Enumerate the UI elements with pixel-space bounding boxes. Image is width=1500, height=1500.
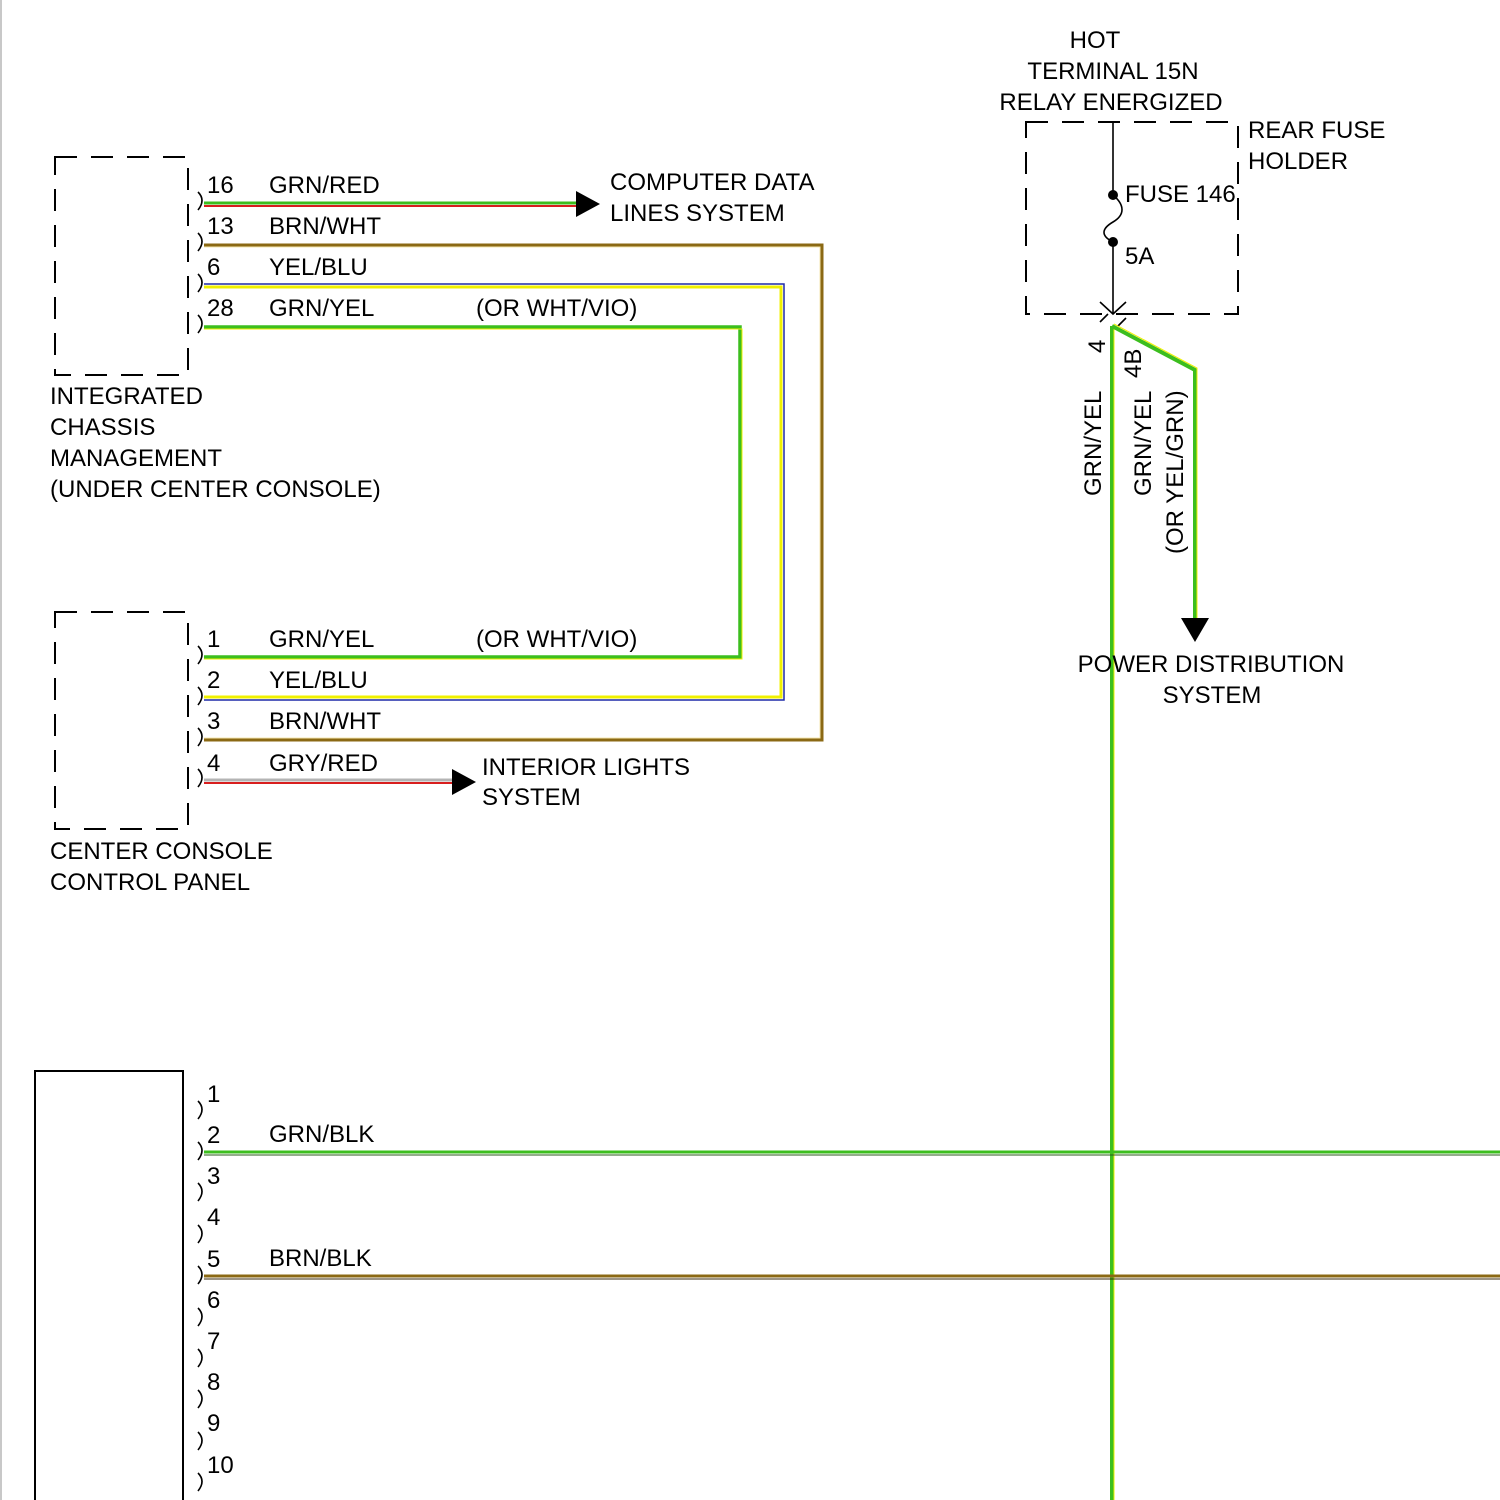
rear-fuse-holder-label-1: REAR FUSE <box>1248 117 1385 144</box>
icm-wire-16: GRN/RED <box>269 172 380 199</box>
wire-b-label: GRN/YEL <box>1130 391 1157 496</box>
ccp-pin-4: 4 <box>207 750 220 777</box>
hot-label: HOT <box>1070 27 1121 54</box>
lower-pin-8: 8 <box>207 1369 220 1396</box>
rear-fuse-holder-box <box>1026 122 1238 314</box>
lower-pin-4: 4 <box>207 1204 220 1231</box>
lower-wire-pin2: GRN/BLK <box>269 1121 374 1148</box>
ccp-label-1: CENTER CONSOLE <box>50 838 273 865</box>
ccp-pin-marks <box>198 646 202 787</box>
pin-4-label: 4 <box>1084 340 1111 353</box>
wire-a-label: GRN/YEL <box>1080 391 1107 496</box>
icm-wire-28-alt: (OR WHT/VIO) <box>476 295 637 322</box>
computer-data-arrow <box>576 191 600 217</box>
lower-pin-2: 2 <box>207 1122 220 1149</box>
ccp-pin-2: 2 <box>207 667 220 694</box>
ccp-connector-box <box>55 612 188 829</box>
lower-pin-3: 3 <box>207 1163 220 1190</box>
icm-label-2: CHASSIS <box>50 414 155 441</box>
icm-pin-16: 16 <box>207 172 234 199</box>
icm-label-4: (UNDER CENTER CONSOLE) <box>50 476 381 503</box>
fuse-name-label: FUSE 146 <box>1125 181 1236 208</box>
icm-wire-28: GRN/YEL <box>269 295 374 322</box>
icm-label-3: MANAGEMENT <box>50 445 222 472</box>
icm-connector-box <box>55 157 188 375</box>
computer-data-label-2: LINES SYSTEM <box>610 200 785 227</box>
icm-pin-13: 13 <box>207 213 234 240</box>
ccp-wire-3: BRN/WHT <box>269 708 381 735</box>
ccp-pin-1: 1 <box>207 626 220 653</box>
lower-wire-pin5: BRN/BLK <box>269 1245 372 1272</box>
fuse-rating-label: 5A <box>1125 243 1154 270</box>
power-distribution-label-2: SYSTEM <box>1163 682 1262 709</box>
icm-pin-6: 6 <box>207 254 220 281</box>
ccp-wire-1: GRN/YEL <box>269 626 374 653</box>
lower-component-box <box>35 1071 183 1500</box>
wire-b-alt-label: (OR YEL/GRN) <box>1162 390 1189 554</box>
lower-pin-6: 6 <box>207 1287 220 1314</box>
interior-lights-label-1: INTERIOR LIGHTS <box>482 754 690 781</box>
interior-lights-label-2: SYSTEM <box>482 784 581 811</box>
icm-pin-marks <box>198 192 202 333</box>
lower-pin-10: 10 <box>207 1452 234 1479</box>
lower-pin-7: 7 <box>207 1328 220 1355</box>
interior-lights-arrow <box>452 769 476 795</box>
ccp-wire-4: GRY/RED <box>269 750 378 777</box>
rear-fuse-holder-label-2: HOLDER <box>1248 148 1348 175</box>
power-distribution-label-1: POWER DISTRIBUTION <box>1078 651 1345 678</box>
ccp-pin-3: 3 <box>207 708 220 735</box>
lower-pin-5: 5 <box>207 1246 220 1273</box>
power-distribution-arrow <box>1181 618 1209 642</box>
computer-data-label-1: COMPUTER DATA <box>610 169 814 196</box>
fuse-connector-mark-2 <box>1100 314 1126 326</box>
fuse-symbol <box>1104 122 1122 314</box>
icm-wire-6: YEL/BLU <box>269 254 368 281</box>
relay-energized-label: RELAY ENERGIZED <box>999 89 1222 116</box>
pin-4b-label: 4B <box>1120 349 1147 378</box>
lower-pin-9: 9 <box>207 1410 220 1437</box>
icm-wire-13: BRN/WHT <box>269 213 381 240</box>
icm-pin-28: 28 <box>207 295 234 322</box>
lower-pin-1: 1 <box>207 1081 220 1108</box>
ccp-wire-1-alt: (OR WHT/VIO) <box>476 626 637 653</box>
terminal-15n-label: TERMINAL 15N <box>1027 58 1198 85</box>
ccp-wire-2: YEL/BLU <box>269 667 368 694</box>
ccp-label-2: CONTROL PANEL <box>50 869 250 896</box>
icm-label-1: INTEGRATED <box>50 383 203 410</box>
lower-pin-marks <box>198 1101 202 1491</box>
